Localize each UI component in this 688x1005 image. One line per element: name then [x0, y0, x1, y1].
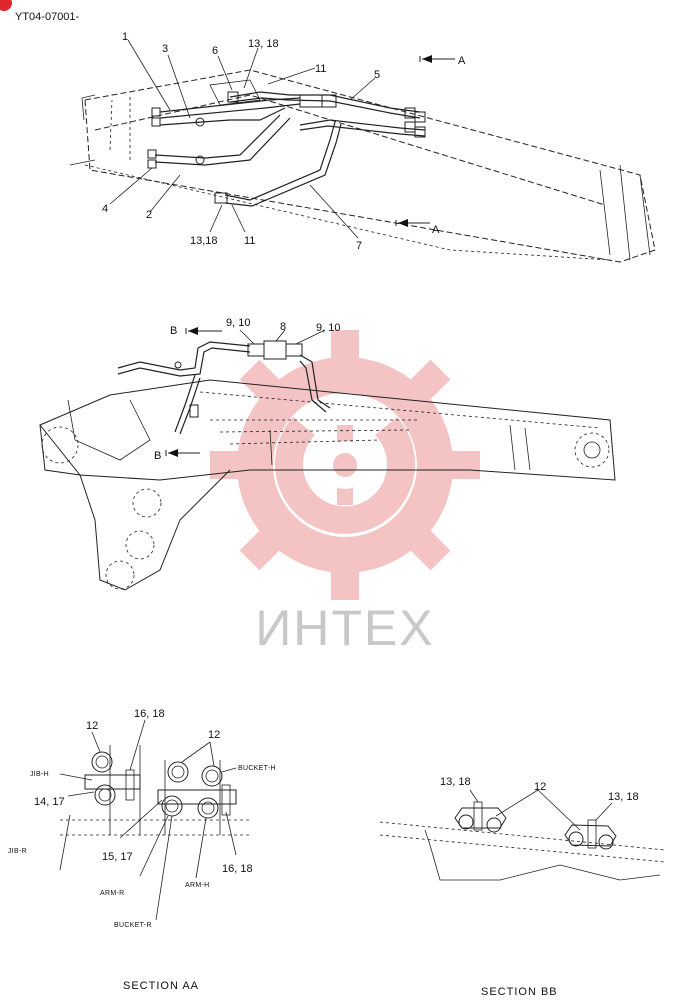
watermark-text: ИНТЕХ [255, 600, 434, 656]
label-bucket-r: BUCKET-R [114, 922, 152, 929]
callout-13-18-bot: 13,18 [190, 235, 218, 247]
label-jib-h: JIB-H [30, 771, 49, 778]
section-arrow-a-bot: A [432, 224, 440, 236]
section-bb-drawing [379, 789, 666, 881]
section-arrow-b-top: B [170, 325, 177, 337]
callout-7: 7 [356, 240, 362, 252]
callout-12-bb: 12 [534, 781, 546, 793]
callout-14-17: 14, 17 [34, 796, 65, 808]
callout-11-bot: 11 [244, 235, 255, 247]
section-aa-title: SECTION AA [123, 980, 199, 992]
callout-5: 5 [374, 69, 380, 81]
section-bb-title: SECTION BB [481, 986, 558, 998]
label-jib-r: JIB-R [8, 848, 27, 855]
label-bucket-h: BUCKET-H [238, 765, 276, 772]
callout-13-18-bb-left: 13, 18 [440, 776, 471, 788]
callout-16-18-aa-top: 16, 18 [134, 708, 165, 720]
intex-watermark-gear-icon [210, 330, 480, 600]
section-arrow-b-bot: B [154, 450, 161, 462]
section-arrow-a-top: A [458, 55, 466, 67]
callout-12-aa-right: 12 [208, 729, 220, 741]
callout-13-18-bb-right: 13, 18 [608, 791, 639, 803]
section-aa-drawing [59, 719, 250, 921]
label-arm-h: ARM-H [185, 882, 209, 889]
top-view-drawing [69, 39, 656, 263]
corner-badge-icon [0, 0, 12, 11]
callout-16-18-aa-bot: 16, 18 [222, 863, 253, 875]
callout-13-18-top: 13, 18 [248, 38, 279, 50]
callout-4: 4 [102, 203, 108, 215]
callout-2: 2 [146, 209, 152, 221]
callout-9-10-right: 9, 10 [316, 322, 340, 334]
side-view-drawing [39, 327, 616, 591]
callout-15-17: 15, 17 [102, 851, 133, 863]
callout-6: 6 [212, 45, 218, 57]
callout-11-top: 11 [315, 63, 326, 75]
drawing-code: YT04-07001- [15, 11, 80, 23]
callout-8: 8 [280, 321, 286, 333]
callout-9-10-left: 9, 10 [226, 317, 250, 329]
callout-1: 1 [122, 31, 128, 43]
label-arm-r: ARM-R [100, 890, 124, 897]
callout-3: 3 [162, 43, 168, 55]
callout-12-aa-left: 12 [86, 720, 98, 732]
